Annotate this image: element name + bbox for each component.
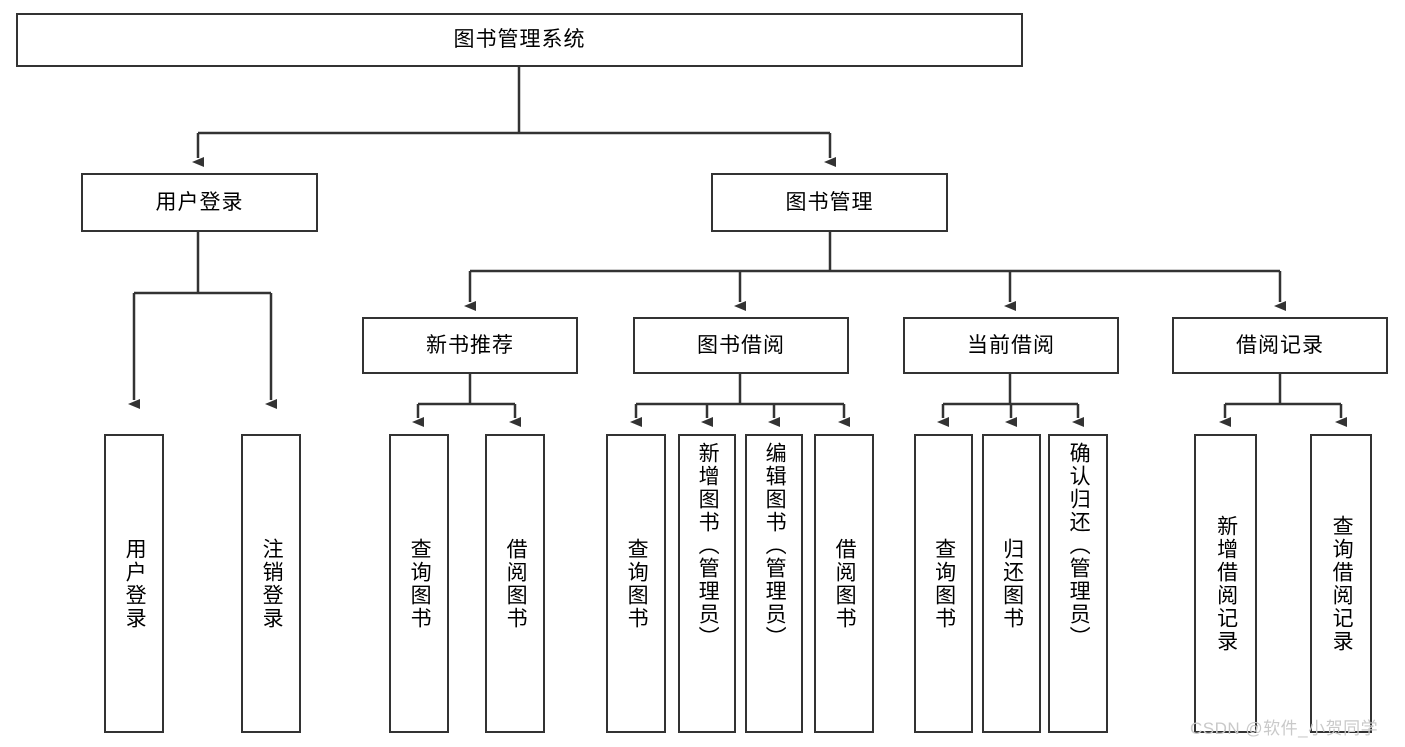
node-user-login[interactable]: 用户登录	[81, 173, 318, 232]
node-current-borrow[interactable]: 当前借阅	[903, 317, 1119, 374]
leaf-query-book-borrow[interactable]: 查询图书	[606, 434, 666, 733]
leaf-query-book-recommendation[interactable]: 查询图书	[389, 434, 449, 733]
leaf-user-login[interactable]: 用户登录	[104, 434, 164, 733]
node-new-book-recommendation[interactable]: 新书推荐	[362, 317, 578, 374]
leaf-add-borrow-record[interactable]: 新增借阅记录	[1194, 434, 1257, 733]
leaf-borrow-book[interactable]: 借阅图书	[814, 434, 874, 733]
leaf-logout[interactable]: 注销登录	[241, 434, 301, 733]
node-book-borrow[interactable]: 图书借阅	[633, 317, 849, 374]
leaf-return-book[interactable]: 归还图书	[982, 434, 1041, 733]
leaf-confirm-return-admin[interactable]: 确认归还（管理员）	[1048, 434, 1108, 733]
leaf-query-book-current[interactable]: 查询图书	[914, 434, 973, 733]
leaf-query-borrow-record[interactable]: 查询借阅记录	[1310, 434, 1372, 733]
node-borrow-record[interactable]: 借阅记录	[1172, 317, 1388, 374]
leaf-borrow-book-recommendation[interactable]: 借阅图书	[485, 434, 545, 733]
node-root-book-management-system[interactable]: 图书管理系统	[16, 13, 1023, 67]
leaf-add-book-admin[interactable]: 新增图书（管理员）	[678, 434, 736, 733]
csdn-watermark: CSDN @软件_小贺同学	[1190, 719, 1379, 738]
node-book-management[interactable]: 图书管理	[711, 173, 948, 232]
leaf-edit-book-admin[interactable]: 编辑图书（管理员）	[745, 434, 803, 733]
